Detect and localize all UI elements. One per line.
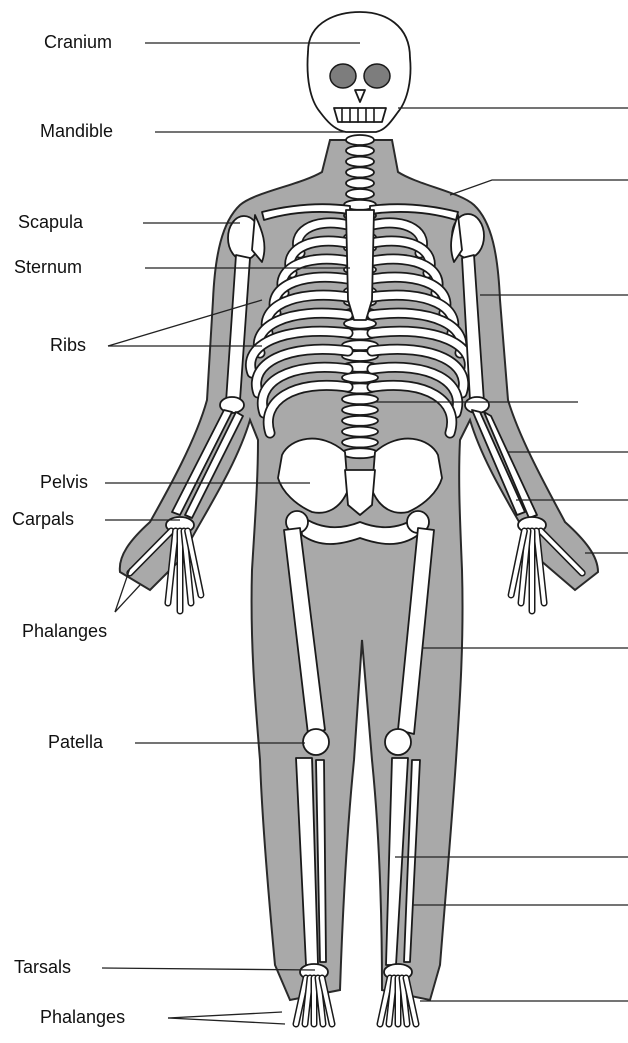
label-pelvis: Pelvis: [40, 473, 88, 491]
leader-right-2: [450, 180, 628, 195]
label-mandible: Mandible: [40, 122, 113, 140]
vertebra: [346, 167, 374, 177]
label-phalanges-hand: Phalanges: [22, 622, 107, 640]
vertebra: [342, 416, 378, 426]
vertebra: [342, 427, 378, 437]
label-carpals: Carpals: [12, 510, 74, 528]
vertebra: [346, 178, 374, 188]
label-ribs: Ribs: [50, 336, 86, 354]
vertebra: [346, 135, 374, 145]
label-patella: Patella: [48, 733, 103, 751]
vertebra: [346, 146, 374, 156]
vertebra: [346, 189, 374, 199]
label-tarsals: Tarsals: [14, 958, 71, 976]
leader-phalanges-foot-2: [168, 1018, 285, 1024]
sternum-bone: [346, 210, 374, 320]
label-cranium: Cranium: [44, 33, 112, 51]
foot-bones: [296, 964, 416, 1024]
label-scapula: Scapula: [18, 213, 83, 231]
leader-phalanges-hand-2: [115, 585, 140, 612]
vertebra: [342, 394, 378, 404]
skull: [308, 12, 411, 132]
vertebra: [342, 405, 378, 415]
vertebra: [342, 437, 378, 447]
vertebra: [346, 157, 374, 167]
label-phalanges-foot: Phalanges: [40, 1008, 125, 1026]
leader-phalanges-foot-1: [168, 1012, 282, 1018]
label-sternum: Sternum: [14, 258, 82, 276]
vertebra: [342, 448, 378, 458]
